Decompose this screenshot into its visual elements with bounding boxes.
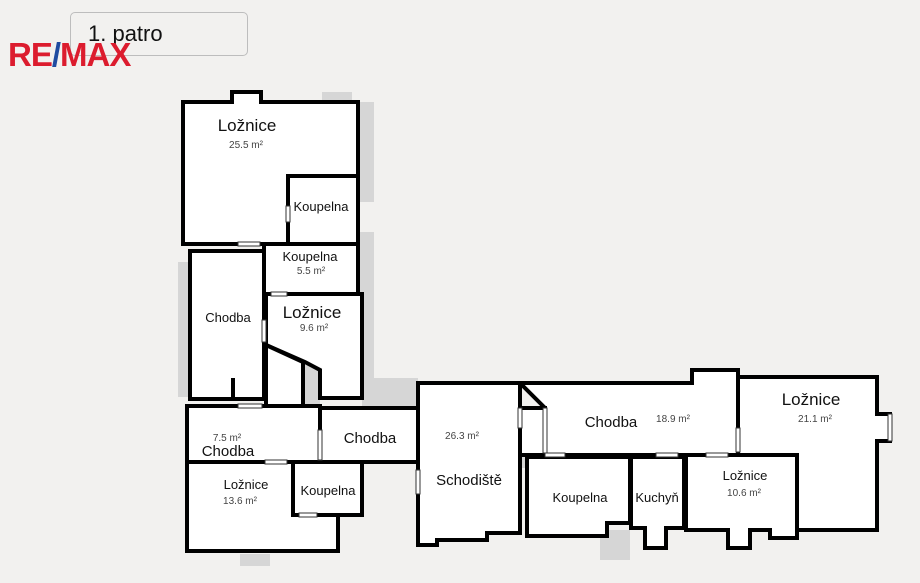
room-name: Schodiště [436, 472, 502, 489]
door [655, 452, 679, 458]
wall-shadow [358, 102, 374, 202]
door [887, 413, 893, 442]
door [270, 291, 288, 297]
door [735, 427, 741, 453]
door [705, 452, 729, 458]
floor-label: 1. patro [88, 21, 163, 46]
room-bathroom-b [291, 460, 364, 517]
room-name: Koupelna [301, 483, 357, 498]
room-name: Ložnice [224, 477, 269, 492]
room-area: 21.1 m² [798, 414, 833, 425]
room-name: Koupelna [553, 490, 609, 505]
door [285, 205, 291, 223]
room-name: Koupelna [283, 249, 339, 264]
room-area: 5.5 m² [297, 266, 326, 277]
room-name: Koupelna [294, 199, 350, 214]
room-name: Ložnice [283, 303, 342, 322]
door [542, 407, 548, 454]
door [517, 407, 523, 429]
room-hall-left [188, 249, 266, 401]
room-area: 7.5 m² [213, 433, 242, 444]
wall-shadow [240, 554, 270, 566]
room-name: Chodba [205, 310, 251, 325]
door [415, 469, 421, 495]
logo-slash: / [51, 36, 61, 73]
room-bedroom-10 [684, 453, 799, 550]
room-area: 26.3 m² [445, 431, 480, 442]
room-hall-18 [515, 368, 740, 457]
door [264, 459, 288, 465]
wall-shadow [178, 262, 190, 397]
room-staircase [416, 381, 522, 547]
room-area: 25.5 m² [229, 140, 264, 151]
room-name: Chodba [344, 430, 397, 447]
room-area: 10.6 m² [727, 488, 762, 499]
room-area: 13.6 m² [223, 496, 258, 507]
door [317, 429, 323, 461]
remax-logo: RE/MAX [8, 36, 131, 74]
door [298, 512, 318, 518]
door [544, 452, 566, 458]
room-name: Ložnice [723, 468, 768, 483]
room-area: 18.9 m² [656, 414, 691, 425]
door [261, 319, 267, 343]
room-area: 9.6 m² [300, 323, 329, 334]
logo-part1: RE [8, 36, 53, 73]
room-name: Chodba [585, 414, 638, 431]
door [237, 241, 261, 247]
door [237, 403, 263, 409]
small-cell [518, 406, 547, 457]
room-name: Kuchyň [635, 490, 678, 505]
wall-shadow [322, 92, 352, 102]
logo-part2: MAX [60, 36, 131, 73]
room-name: Ložnice [782, 390, 841, 409]
wall-shadow [362, 378, 418, 408]
room-name: Ložnice [218, 116, 277, 135]
floor-label-box [70, 12, 248, 56]
room-name: Chodba [202, 443, 255, 460]
